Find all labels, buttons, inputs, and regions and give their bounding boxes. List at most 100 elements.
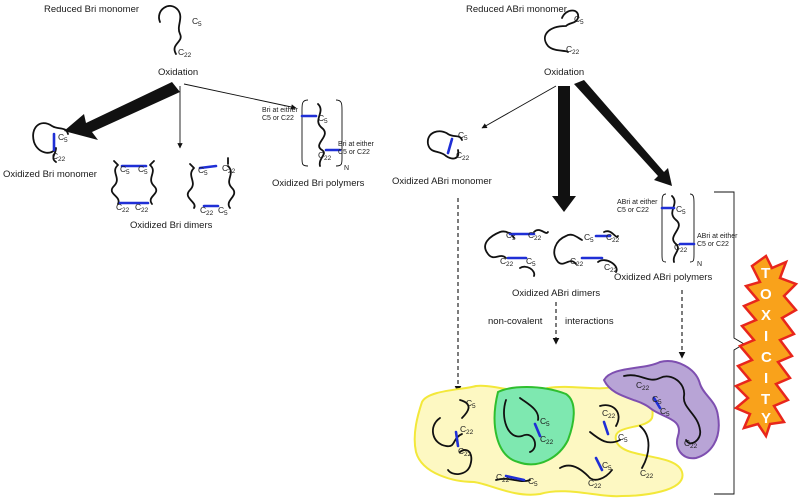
bri-reduced-monomer-label: Reduced Bri monomer [44,4,139,15]
interactions-label: interactions [565,316,614,327]
bri-oxidized-monomer-label: Oxidized Bri monomer [3,169,97,180]
svg-text:I: I [764,328,768,345]
svg-text:N: N [344,165,349,172]
svg-text:5: 5 [464,135,468,142]
non-covalent-label: non-covalent [488,316,543,327]
svg-text:22: 22 [462,155,470,162]
svg-text:5: 5 [580,19,584,26]
svg-text:5: 5 [658,399,662,406]
toxicity-label: T O X I C I T Y [760,265,772,427]
svg-text:C: C [570,256,576,266]
svg-text:C: C [528,230,534,240]
svg-text:C: C [602,408,608,418]
svg-text:C: C [506,230,512,240]
svg-text:C: C [588,478,594,488]
bri-oxidized-monomer-chain [32,122,69,163]
svg-text:C: C [640,468,646,478]
svg-text:C5 or C22: C5 or C22 [338,149,370,156]
svg-text:C: C [138,164,144,174]
svg-text:C: C [566,44,572,54]
bri-oxidized-dimers-label: Oxidized Bri dimers [130,220,213,231]
svg-text:C: C [116,202,122,212]
abri-big-arrow-polymers [574,80,672,186]
svg-text:22: 22 [646,473,654,480]
svg-text:C: C [574,14,580,24]
svg-text:22: 22 [612,237,620,244]
svg-text:5: 5 [682,209,686,216]
svg-text:22: 22 [610,267,618,274]
svg-text:22: 22 [546,439,554,446]
svg-text:22: 22 [184,52,192,59]
svg-text:5: 5 [666,411,670,418]
svg-text:22: 22 [642,385,650,392]
svg-text:22: 22 [122,207,130,214]
abri-oxidation-label: Oxidation [544,67,584,78]
abri-oxidized-monomer-label: Oxidized ABri monomer [392,176,492,187]
svg-text:I: I [764,370,768,387]
svg-text:C: C [528,476,534,486]
svg-text:5: 5 [204,170,208,177]
svg-text:Bri at either: Bri at either [338,141,374,148]
svg-text:22: 22 [464,451,472,458]
svg-text:C: C [198,165,204,175]
svg-text:5: 5 [512,235,516,242]
svg-text:22: 22 [324,155,332,162]
svg-text:ABri at either: ABri at either [617,199,658,206]
svg-text:C: C [540,434,546,444]
abri-arrow-monomer [481,85,557,129]
svg-text:C: C [761,349,772,366]
svg-text:C: C [618,432,624,442]
abri-big-arrow-dimers [552,86,576,212]
svg-text:22: 22 [228,168,236,175]
svg-text:22: 22 [576,261,584,268]
svg-text:5: 5 [532,261,536,268]
svg-text:C: C [222,163,228,173]
svg-text:22: 22 [141,207,149,214]
svg-text:5: 5 [534,481,538,488]
bri-oxidation-label: Oxidation [158,67,198,78]
svg-text:22: 22 [506,261,514,268]
svg-text:22: 22 [206,210,214,217]
svg-text:C: C [192,16,198,26]
svg-text:C: C [676,204,682,214]
svg-text:C: C [652,394,658,404]
svg-text:C: C [458,446,464,456]
svg-text:22: 22 [608,413,616,420]
svg-text:C: C [456,150,462,160]
svg-text:C: C [584,232,590,242]
svg-text:5: 5 [144,169,148,176]
svg-text:C: C [120,164,126,174]
svg-text:C5 or C22: C5 or C22 [617,207,649,214]
svg-text:22: 22 [572,49,580,56]
svg-text:C: C [540,416,546,426]
svg-text:C: C [526,256,532,266]
svg-text:C5 or C22: C5 or C22 [262,115,294,122]
svg-text:C: C [458,130,464,140]
svg-text:O: O [760,286,772,303]
svg-text:22: 22 [680,247,688,254]
svg-text:C: C [496,472,502,482]
svg-text:5: 5 [472,403,476,410]
svg-text:C: C [218,205,224,215]
svg-text:C: C [318,113,324,123]
abri-reduced-monomer-label: Reduced ABri monomer [466,4,567,15]
svg-text:N: N [697,261,702,268]
svg-text:Bri at either: Bri at either [262,107,298,114]
svg-text:C: C [466,398,472,408]
svg-text:5: 5 [126,169,130,176]
svg-text:22: 22 [594,483,602,490]
svg-text:C: C [636,380,642,390]
svg-text:C: C [52,151,58,161]
svg-text:C: C [604,262,610,272]
svg-text:C5 or C22: C5 or C22 [697,241,729,248]
svg-text:C: C [135,202,141,212]
